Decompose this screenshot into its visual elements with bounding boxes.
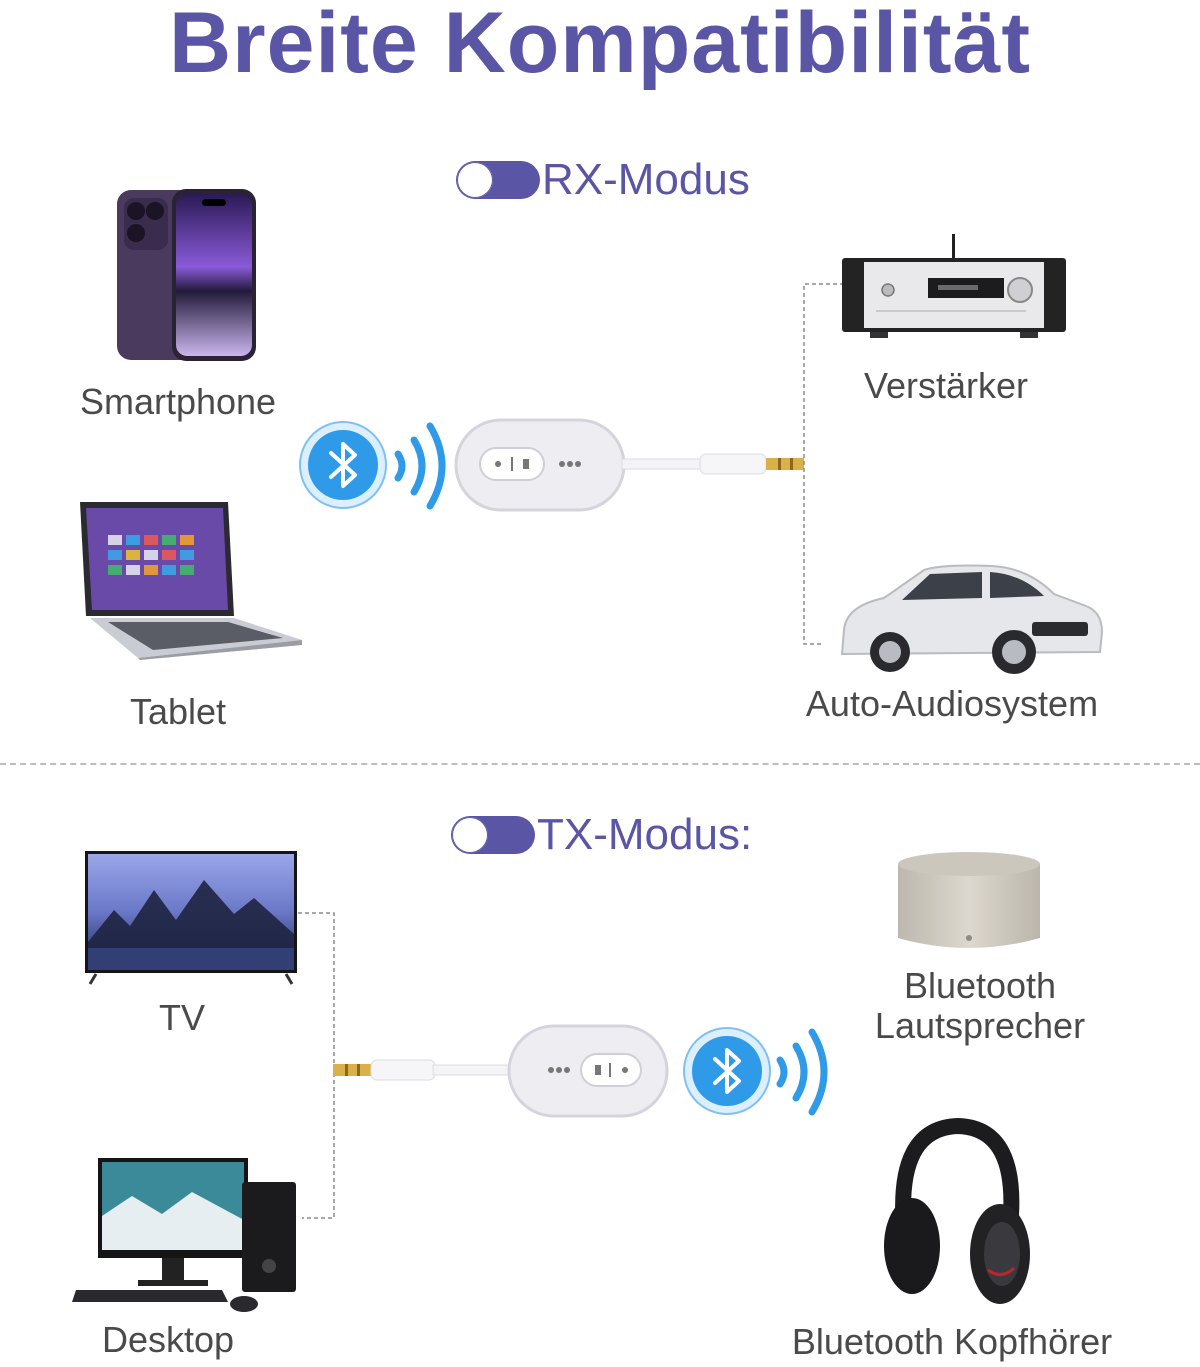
bluetooth-icon <box>683 1027 771 1115</box>
output-label-car: Auto-Audiosystem <box>805 683 1099 724</box>
source-label-tablet: Tablet <box>129 691 227 732</box>
rx-output-connector <box>803 283 844 645</box>
tx-input-connector <box>298 912 335 1219</box>
tablet-icon <box>80 502 302 660</box>
desktop-icon <box>72 1158 296 1312</box>
smartphone-icon <box>117 189 256 361</box>
tx-mode-heading: TX-Modus: <box>451 810 752 860</box>
signal-waves-icon <box>776 1028 828 1116</box>
page-title: Breite Kompatibilität <box>169 0 1031 91</box>
adapter-icon <box>333 1024 669 1118</box>
rx-mode-label: RX-Modus <box>542 155 750 204</box>
car-icon <box>840 564 1104 674</box>
rx-mode-heading: RX-Modus <box>456 155 750 205</box>
amplifier-icon <box>842 234 1066 338</box>
signal-waves-icon <box>394 422 446 510</box>
source-label-desktop: Desktop <box>101 1319 235 1360</box>
bluetooth-icon <box>299 421 387 509</box>
rx-toggle-icon <box>456 161 540 199</box>
source-label-smartphone: Smartphone <box>79 381 277 422</box>
tv-icon <box>85 851 297 985</box>
section-divider <box>0 763 1200 765</box>
tx-toggle-icon <box>451 816 535 854</box>
headphones-icon <box>884 1117 1030 1304</box>
speaker-icon <box>898 852 1040 948</box>
output-label-amplifier: Verstärker <box>863 365 1029 406</box>
source-label-tv: TV <box>158 997 205 1038</box>
output-label-headphones: Bluetooth Kopfhörer <box>791 1321 1113 1362</box>
tx-mode-label: TX-Modus: <box>537 810 753 859</box>
output-label-speaker: Bluetooth Lautsprecher <box>874 965 1086 1046</box>
adapter-icon <box>454 418 804 512</box>
